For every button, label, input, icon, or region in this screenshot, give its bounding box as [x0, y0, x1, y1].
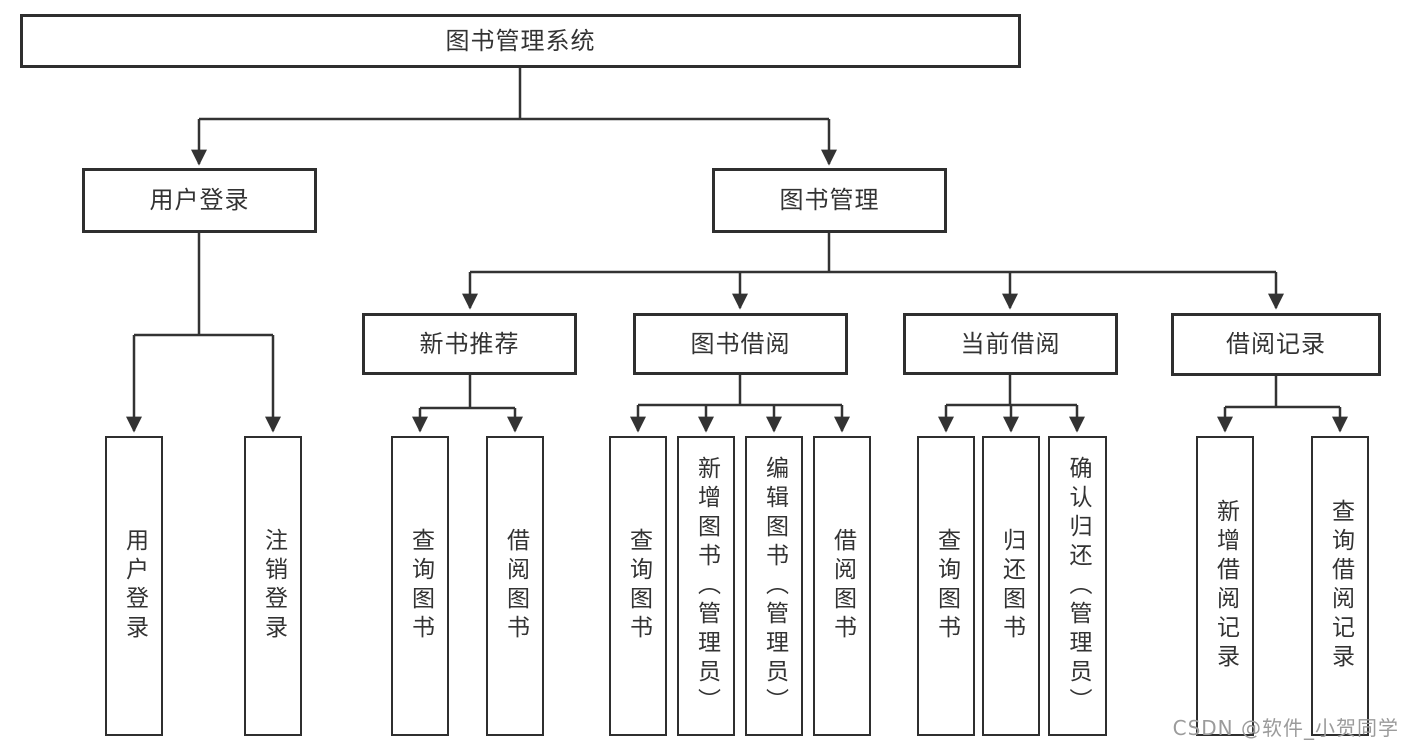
leaf-bb-borrow-books: 借阅图书 — [813, 436, 871, 736]
leaf-bb-edit-books-admin: 编辑图书（管理员） — [745, 436, 803, 736]
leaf-logout: 注销登录 — [244, 436, 302, 736]
node-current-borrowing: 当前借阅 — [903, 313, 1118, 375]
leaf-nb-borrow-books: 借阅图书 — [486, 436, 544, 736]
node-book-borrowing: 图书借阅 — [633, 313, 848, 375]
node-borrow-records: 借阅记录 — [1171, 313, 1381, 376]
node-new-book-recommend: 新书推荐 — [362, 313, 577, 375]
leaf-bb-query-books: 查询图书 — [609, 436, 667, 736]
leaf-cb-query-books: 查询图书 — [917, 436, 975, 736]
node-book-management: 图书管理 — [712, 168, 947, 233]
node-user-login: 用户登录 — [82, 168, 317, 233]
leaf-user-login: 用户登录 — [105, 436, 163, 736]
leaf-cb-confirm-return-admin: 确认归还（管理员） — [1048, 436, 1107, 736]
connector-trunks — [134, 67, 1340, 410]
leaf-br-query-record: 查询借阅记录 — [1311, 436, 1369, 736]
leaf-br-add-record: 新增借阅记录 — [1196, 436, 1254, 736]
csdn-watermark: CSDN @软件_小贺同学 — [1172, 716, 1399, 740]
leaf-cb-return-books: 归还图书 — [982, 436, 1040, 736]
node-root-system: 图书管理系统 — [20, 14, 1021, 68]
leaf-bb-add-books-admin: 新增图书（管理员） — [677, 436, 735, 736]
leaf-nb-query-books: 查询图书 — [391, 436, 449, 736]
